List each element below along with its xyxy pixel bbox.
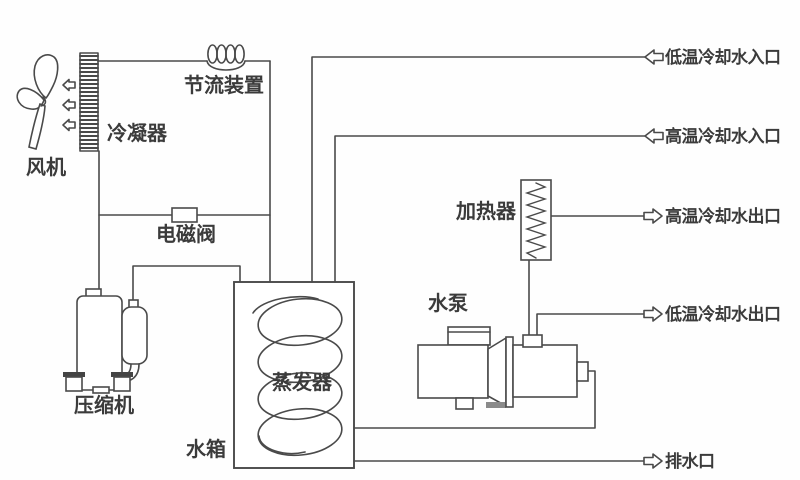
label-low-temp-cooling-water-outlet: 低温冷却水出口 xyxy=(665,305,781,324)
arrow-drain-icon xyxy=(643,453,663,469)
label-compressor: 压缩机 xyxy=(74,395,134,417)
condenser-icon xyxy=(79,52,99,152)
evaporator-coil-icon xyxy=(252,295,343,457)
water-pump-icon xyxy=(417,326,589,410)
arrow-low-temp-outlet-icon xyxy=(643,306,663,322)
fan-icon xyxy=(16,54,59,150)
label-drain-outlet: 排水口 xyxy=(665,452,715,471)
label-heater: 加热器 xyxy=(456,201,516,223)
throttle-coil-icon xyxy=(206,44,271,71)
label-water-pump: 水泵 xyxy=(428,293,468,315)
pipe-tank-to-pump xyxy=(353,370,596,429)
label-condenser: 冷凝器 xyxy=(107,123,167,145)
pipe-suction-line xyxy=(132,265,241,302)
label-throttling-device: 节流装置 xyxy=(184,75,264,97)
label-solenoid-valve: 电磁阀 xyxy=(156,224,216,246)
label-high-temp-cooling-water-outlet: 高温冷却水出口 xyxy=(665,207,781,226)
water-tank-icon xyxy=(233,281,355,469)
pipe-high-temp-inlet xyxy=(334,135,646,283)
label-water-tank: 水箱 xyxy=(186,439,226,461)
compressor-icon xyxy=(63,288,148,394)
arrow-high-temp-outlet-icon xyxy=(643,208,663,224)
arrow-high-temp-inlet-icon xyxy=(644,128,664,144)
label-low-temp-cooling-water-inlet: 低温冷却水入口 xyxy=(665,48,781,67)
airflow-arrows-icon xyxy=(62,78,76,132)
label-high-temp-cooling-water-inlet: 高温冷却水入口 xyxy=(665,127,781,146)
heater-icon xyxy=(520,179,552,261)
pipe-low-temp-inlet xyxy=(311,56,646,283)
label-fan: 风机 xyxy=(26,157,66,179)
arrow-low-temp-inlet-icon xyxy=(644,49,664,65)
pipe-low-temp-outlet xyxy=(536,313,645,336)
label-evaporator: 蒸发器 xyxy=(272,372,332,394)
solenoid-valve-icon xyxy=(171,207,198,223)
accumulator-icon xyxy=(121,306,148,365)
